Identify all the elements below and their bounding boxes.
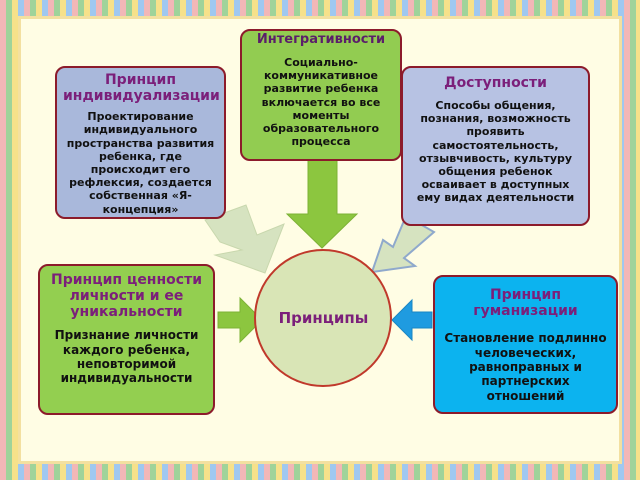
arrow-accessibility-to-center — [370, 214, 436, 274]
node-accessibility-title: Доступности — [444, 75, 547, 91]
arrow-individualization-to-center — [204, 204, 285, 274]
node-humanization-body: Становление подлинно человеческих, равно… — [444, 331, 607, 403]
node-personality-title: Принцип ценности личности и ее уникально… — [50, 272, 202, 321]
node-humanization: Принцип гуманизации Становление подлинно… — [433, 275, 618, 414]
node-humanization-title: Принцип гуманизации — [473, 287, 578, 320]
arrow-integrativity-to-center — [285, 159, 359, 249]
node-integrativity-body: Социально-коммуникативное развитие ребен… — [261, 55, 381, 149]
node-integrativity-title: Интегративности — [256, 32, 386, 47]
node-personality: Принцип ценности личности и ее уникально… — [38, 264, 215, 415]
node-accessibility: Доступности Способы общения, познания, в… — [401, 66, 590, 226]
arrow-personality-to-center — [217, 296, 263, 344]
arrow-humanization-to-center — [391, 298, 433, 342]
node-personality-body: Признание личности каждого ребенка, непо… — [54, 328, 199, 386]
node-individualization: Принцип индивидуализации Проектирование … — [55, 66, 226, 219]
node-integrativity: Интегративности Социально-коммуникативно… — [240, 29, 402, 161]
node-individualization-title: Принцип индивидуализации — [63, 72, 220, 105]
node-individualization-body: Проектирование индивидуального пространс… — [66, 110, 215, 216]
center-circle — [254, 249, 392, 387]
node-accessibility-body: Способы общения, познания, возможность п… — [416, 99, 575, 205]
center-label: Принципы — [278, 308, 369, 327]
